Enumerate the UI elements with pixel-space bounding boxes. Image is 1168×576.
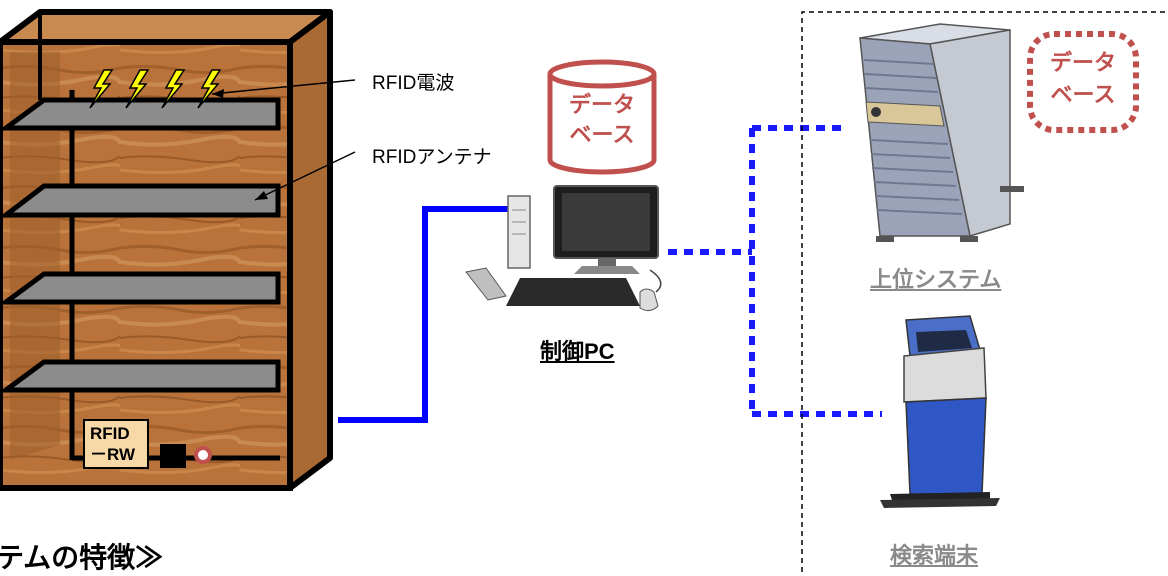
server-database-label-line2: ベース xyxy=(1050,83,1116,108)
antenna-label: RFIDアンテナ xyxy=(372,147,492,168)
rfid-rw-label-line1: RFID xyxy=(90,424,130,443)
shelf-1 xyxy=(0,97,281,131)
radio-wave-leader xyxy=(211,79,356,95)
dotted-network-lines xyxy=(668,125,882,417)
pc-icon xyxy=(465,185,662,312)
shelf-2 xyxy=(0,183,281,218)
lightning-icon-group xyxy=(89,69,222,109)
search-terminal-label: 検索端末 xyxy=(890,543,979,568)
radio-wave-label: RFID電波 xyxy=(372,73,455,94)
upper-system-label: 上位システム xyxy=(870,267,1002,292)
database-label-line1: データ xyxy=(568,93,635,118)
lightning-icon xyxy=(161,69,186,109)
upper-system-boundary xyxy=(801,11,1168,572)
lightning-icon xyxy=(125,69,150,109)
bookshelf xyxy=(0,9,333,491)
database-icon xyxy=(547,59,657,175)
kiosk-icon xyxy=(880,315,1000,508)
database-bubble xyxy=(1027,31,1139,133)
wired-network-line xyxy=(338,206,508,423)
footer-heading: テムの特徴≫ xyxy=(0,542,164,573)
server-database-label-line1: データ xyxy=(1049,51,1116,76)
control-pc-label: 制御PC xyxy=(540,339,615,364)
shelf-3 xyxy=(0,271,281,305)
rfid-rw-label-line2: －RW xyxy=(90,445,136,464)
lightning-icon xyxy=(197,69,222,109)
shelf-4 xyxy=(0,359,281,393)
antenna-leader xyxy=(254,151,356,201)
lightning-icon xyxy=(89,69,114,109)
shelves xyxy=(0,97,281,393)
database-label-line2: ベース xyxy=(569,123,635,148)
server-icon xyxy=(859,23,1024,242)
rfid-reader xyxy=(72,419,280,469)
connector-icon xyxy=(194,446,212,464)
